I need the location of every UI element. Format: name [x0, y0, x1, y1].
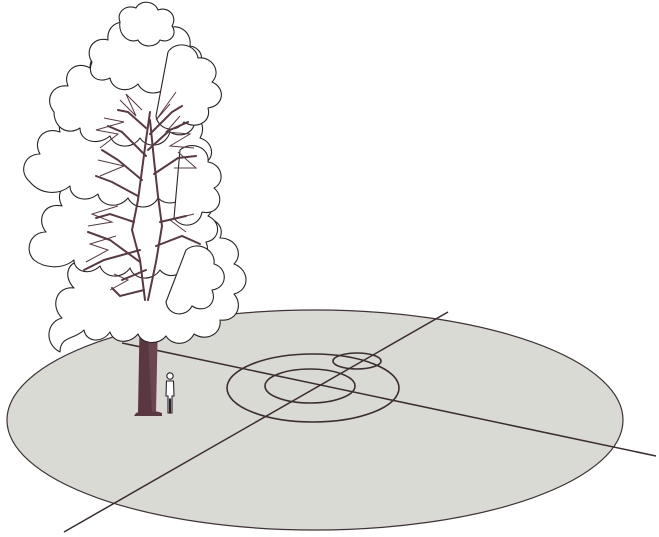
tree-foliage [24, 2, 246, 352]
ground-plane [7, 310, 623, 530]
figure-head [167, 373, 173, 379]
